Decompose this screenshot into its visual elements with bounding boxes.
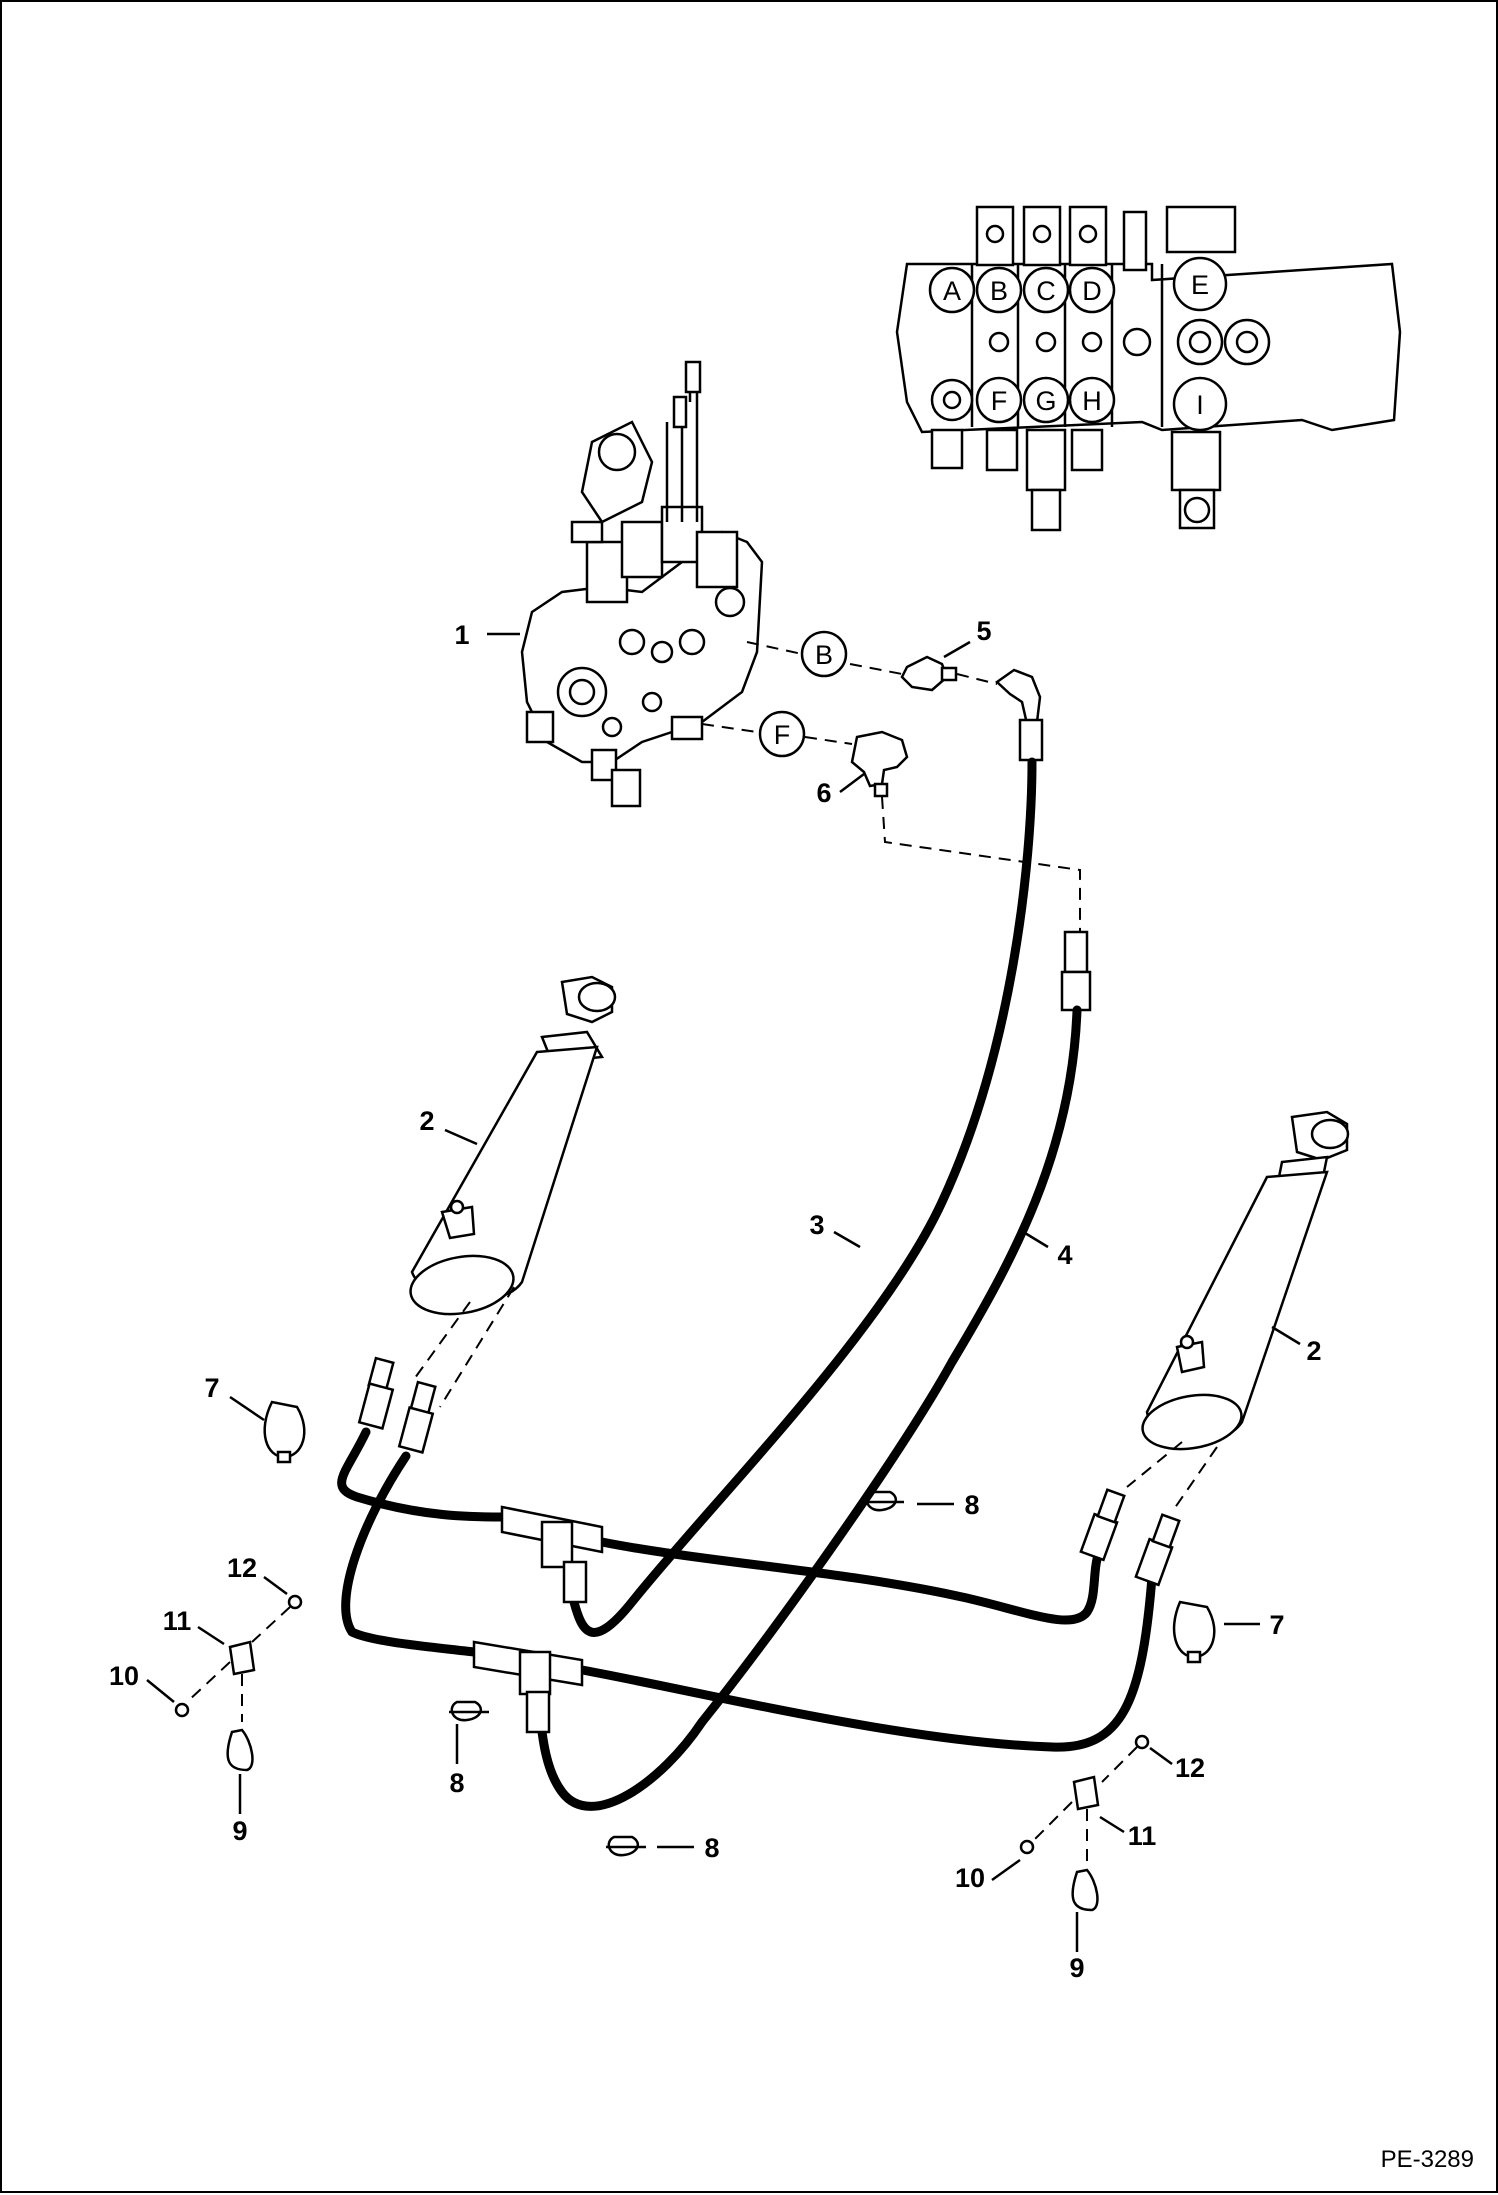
svg-text:11: 11 xyxy=(163,1606,192,1636)
svg-text:7: 7 xyxy=(1269,1610,1284,1640)
port-label-b: B xyxy=(975,266,1023,314)
svg-text:10: 10 xyxy=(109,1661,139,1691)
hardware-right xyxy=(1019,1734,1150,1912)
clip-8-c xyxy=(606,1835,646,1857)
callout-6: 6 xyxy=(816,773,865,808)
svg-text:11: 11 xyxy=(1128,1821,1157,1851)
hose-4 xyxy=(534,930,1092,1811)
svg-text:2: 2 xyxy=(419,1106,434,1136)
svg-text:I: I xyxy=(1196,390,1204,420)
svg-text:B: B xyxy=(990,276,1008,306)
svg-text:12: 12 xyxy=(1175,1753,1205,1783)
port-label-f: F xyxy=(975,376,1023,424)
port-label-g: G xyxy=(1022,376,1070,424)
svg-text:7: 7 xyxy=(204,1373,219,1403)
svg-text:5: 5 xyxy=(976,616,991,646)
clamp-7-right xyxy=(1172,1600,1216,1664)
svg-text:E: E xyxy=(1191,270,1209,300)
dash-cyl-right-a xyxy=(1126,1441,1183,1488)
drawing-code: PE-3289 xyxy=(1381,2146,1474,2173)
callout-10-right: 10 xyxy=(955,1858,1021,1893)
svg-text:4: 4 xyxy=(1057,1240,1072,1270)
svg-text:10: 10 xyxy=(955,1863,985,1893)
callout-4: 4 xyxy=(1019,1228,1073,1270)
svg-text:H: H xyxy=(1082,386,1102,416)
port-label-e: E xyxy=(1172,256,1228,312)
valve-port-inset: A B C D E F G H xyxy=(895,205,1402,532)
svg-text:3: 3 xyxy=(809,1210,824,1240)
svg-text:9: 9 xyxy=(232,1816,247,1846)
callout-9-left: 9 xyxy=(232,1774,248,1846)
dash-b-left xyxy=(746,641,803,655)
svg-text:A: A xyxy=(943,276,961,306)
callout-11-left: 11 xyxy=(163,1606,225,1646)
dash-6-hose4 xyxy=(881,796,1081,932)
port-label-h: H xyxy=(1068,376,1116,424)
cylinder-left xyxy=(409,975,617,1316)
control-valve xyxy=(520,360,764,808)
dash-b-right xyxy=(849,663,903,675)
svg-text:8: 8 xyxy=(449,1768,464,1798)
port-label-d: D xyxy=(1068,266,1116,314)
callout-2-right: 2 xyxy=(1271,1325,1322,1366)
dash-5-hose xyxy=(956,673,998,685)
callout-1: 1 xyxy=(454,620,520,650)
connection-port-f: F xyxy=(758,710,806,758)
callout-7-right: 7 xyxy=(1224,1610,1285,1640)
callout-8-b: 8 xyxy=(449,1724,465,1798)
port-label-i: I xyxy=(1172,376,1228,432)
dash-cyl-right-b xyxy=(1171,1446,1218,1513)
dash-cyl-left-a xyxy=(411,1301,471,1383)
fitting-5 xyxy=(900,655,958,692)
svg-text:F: F xyxy=(991,386,1008,416)
clip-8-b xyxy=(449,1700,489,1722)
callout-10-left: 10 xyxy=(109,1661,175,1703)
callout-5: 5 xyxy=(943,616,992,659)
svg-text:G: G xyxy=(1035,386,1056,416)
svg-text:8: 8 xyxy=(964,1490,979,1520)
callout-3: 3 xyxy=(809,1210,861,1249)
fitting-6 xyxy=(850,730,909,798)
svg-text:6: 6 xyxy=(816,778,831,808)
callout-7-left: 7 xyxy=(204,1373,265,1422)
svg-text:12: 12 xyxy=(227,1553,257,1583)
hose-assembly-lower xyxy=(337,1356,1181,1752)
svg-text:9: 9 xyxy=(1069,1953,1084,1983)
callout-9-right: 9 xyxy=(1069,1912,1085,1983)
port-label-a: A xyxy=(928,266,976,314)
svg-text:F: F xyxy=(774,720,791,750)
callout-8-a: 8 xyxy=(917,1490,980,1520)
callout-12-left: 12 xyxy=(227,1553,288,1596)
dash-f-left xyxy=(701,723,758,733)
clip-8-a xyxy=(864,1490,904,1512)
connection-port-b: B xyxy=(800,630,848,678)
cylinder-right xyxy=(1141,1110,1350,1451)
callout-8-c: 8 xyxy=(657,1833,720,1863)
svg-text:2: 2 xyxy=(1306,1336,1321,1366)
port-label-c: C xyxy=(1022,266,1070,314)
callout-12-right: 12 xyxy=(1149,1746,1205,1783)
hardware-left xyxy=(174,1594,303,1772)
svg-text:8: 8 xyxy=(704,1833,719,1863)
svg-text:D: D xyxy=(1082,276,1102,306)
svg-text:1: 1 xyxy=(454,620,469,650)
dash-f-right xyxy=(804,736,853,745)
svg-text:C: C xyxy=(1036,276,1056,306)
callout-2-left: 2 xyxy=(419,1106,478,1146)
clamp-7-left xyxy=(263,1400,306,1464)
hose-3 xyxy=(569,668,1044,1637)
callout-11-right: 11 xyxy=(1099,1815,1157,1851)
svg-text:B: B xyxy=(815,640,833,670)
dash-cyl-left-b xyxy=(439,1286,515,1408)
